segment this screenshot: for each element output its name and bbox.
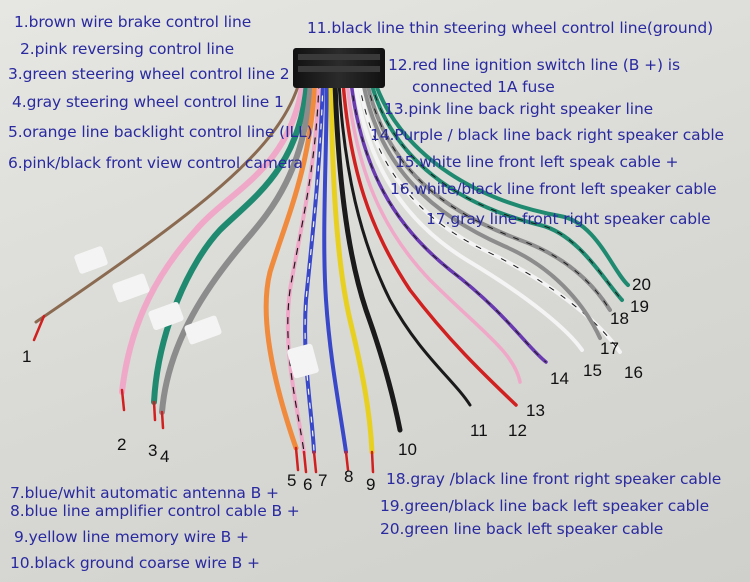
wire-number-2: 2 (117, 435, 126, 454)
label-wire-14: 14.Purple / black line back right speake… (370, 126, 724, 144)
wire-number-16: 16 (624, 363, 643, 382)
label-wire-5: 5.orange line backlight control line (IL… (8, 123, 313, 141)
wire-number-11: 11 (470, 421, 488, 440)
label-wire-12-continued: connected 1A fuse (412, 78, 555, 96)
label-wire-11: 11.black line thin steering wheel contro… (307, 19, 714, 37)
wire-number-14: 14 (550, 369, 569, 388)
wire-bundle (32, 78, 630, 474)
label-wire-15: 15.white line front left speak cable + (395, 153, 679, 171)
label-wire-10: 10.black ground coarse wire B + (10, 554, 260, 572)
wire-number-7: 7 (318, 471, 327, 490)
wire-number-13: 13 (526, 401, 545, 420)
label-wire-12: 12.red line ignition switch line (B +) i… (388, 56, 680, 74)
wire-number-20: 20 (632, 275, 651, 294)
wire-number-5: 5 (287, 471, 296, 490)
wire-number-17: 17 (600, 339, 619, 358)
wire-number-18: 18 (610, 309, 629, 328)
label-wire-19: 19.green/black line back left speaker ca… (380, 497, 710, 515)
label-wire-9: 9.yellow line memory wire B + (14, 528, 249, 546)
label-wire-16: 16.white/black line front left speaker c… (390, 180, 717, 198)
wire-number-4: 4 (160, 447, 169, 466)
label-wire-6: 6.pink/black front view control camera (8, 154, 303, 172)
wire-number-19: 19 (630, 297, 649, 316)
wire-tags (74, 246, 319, 379)
wire-number-1: 1 (22, 347, 31, 366)
label-wire-3: 3.green steering wheel control line 2 (8, 65, 290, 83)
label-wire-13: 13.pink line back right speaker line (384, 100, 654, 118)
wire-number-12: 12 (508, 421, 527, 440)
label-wire-17: 17.gray line front right speaker cable (426, 210, 711, 228)
wire-number-15: 15 (583, 361, 602, 380)
harness-connector (293, 48, 385, 88)
label-wire-2: 2.pink reversing control line (20, 40, 235, 58)
label-wire-4: 4.gray steering wheel control line 1 (12, 93, 284, 111)
label-wire-8: 8.blue line amplifier control cable B + (10, 502, 300, 520)
wire-number-labels: 1 2 3 4 5 6 7 8 9 10 11 12 13 14 15 16 1… (22, 275, 651, 494)
wire-number-9: 9 (366, 475, 375, 494)
wire-number-10: 10 (398, 440, 417, 459)
label-wire-20: 20.green line back left speaker cable (380, 520, 664, 538)
wire-number-8: 8 (344, 467, 353, 486)
label-wire-18: 18.gray /black line front right speaker … (386, 470, 722, 488)
label-wire-1: 1.brown wire brake control line (14, 13, 252, 31)
label-wire-7: 7.blue/whit automatic antenna B + (10, 484, 279, 502)
wire-number-6: 6 (303, 475, 312, 494)
wire-number-3: 3 (148, 441, 157, 460)
